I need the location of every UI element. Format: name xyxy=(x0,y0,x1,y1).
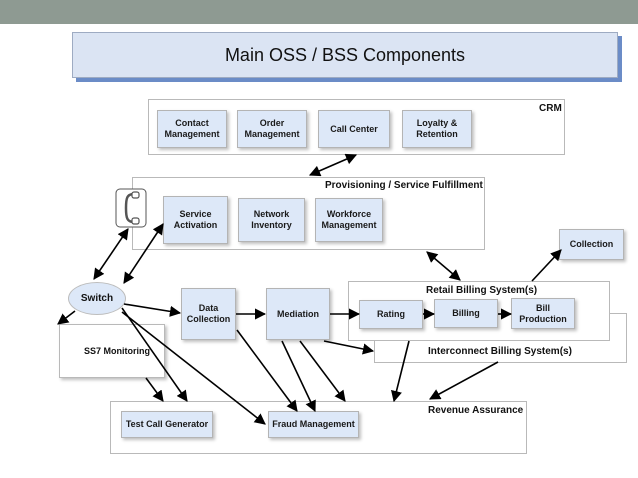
order-management: Order Management xyxy=(237,110,307,148)
top-decor-bar xyxy=(0,0,638,24)
diagram-title: Main OSS / BSS Components xyxy=(72,32,618,78)
loyalty-retention: Loyalty & Retention xyxy=(402,110,472,148)
collection: Collection xyxy=(559,229,624,260)
service-activation: Service Activation xyxy=(163,196,228,244)
interconnect-billing-label: Interconnect Billing System(s) xyxy=(428,346,572,357)
rating: Rating xyxy=(359,300,423,329)
ss7-monitoring-label: SS7 Monitoring xyxy=(84,346,150,356)
ss7-monitoring-box xyxy=(59,324,165,378)
switch: Switch xyxy=(68,282,126,315)
call-center: Call Center xyxy=(318,110,390,148)
revenue-assurance-label: Revenue Assurance xyxy=(428,405,524,416)
fraud-management: Fraud Management xyxy=(268,411,359,438)
retail-billing-label: Retail Billing System(s) xyxy=(426,285,538,296)
bill-production: Bill Production xyxy=(511,298,575,329)
network-inventory: Network Inventory xyxy=(238,198,305,242)
test-call-generator: Test Call Generator xyxy=(121,411,213,438)
crm-label: CRM xyxy=(539,103,562,114)
contact-management: Contact Management xyxy=(157,110,227,148)
data-collection: Data Collection xyxy=(181,288,236,340)
provisioning-label: Provisioning / Service Fulfillment xyxy=(325,180,483,191)
billing: Billing xyxy=(434,299,498,328)
workforce-management: Workforce Management xyxy=(315,198,383,242)
telephone-icon xyxy=(115,188,147,228)
mediation: Mediation xyxy=(266,288,330,340)
